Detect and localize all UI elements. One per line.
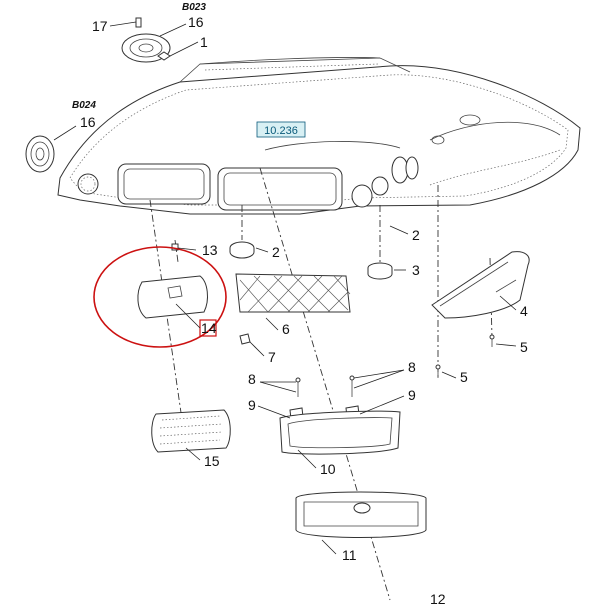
reference-label: 10.236 [256, 121, 306, 138]
callout-6: 6 [282, 321, 290, 337]
callout-5-right: 5 [520, 339, 528, 355]
callout-4: 4 [520, 303, 528, 319]
handle-part-14 [137, 275, 208, 319]
callout-9-left: 9 [248, 397, 256, 413]
leader-lines [53, 21, 517, 555]
speaker-assembly-b023 [121, 17, 171, 63]
callout-1: 1 [200, 34, 208, 50]
reference-label-text: 10.236 [264, 125, 298, 137]
lamp-3 [367, 262, 393, 280]
headliner-panel [57, 57, 581, 215]
callout-16-left: 16 [80, 114, 96, 130]
code-b023: B023 [182, 2, 206, 13]
callout-8-right: 8 [408, 359, 416, 375]
net-part-6 [235, 273, 351, 313]
callout-9-right: 9 [408, 387, 416, 403]
lamp-2-left [229, 241, 255, 259]
callout-15: 15 [204, 453, 220, 469]
grille-part-15 [151, 409, 231, 453]
callout-2-right: 2 [412, 227, 420, 243]
callout-10: 10 [320, 461, 336, 477]
screw-set [295, 334, 495, 397]
callout-12: 12 [430, 591, 446, 605]
highlight-circle [93, 246, 227, 348]
callout-7: 7 [268, 349, 276, 365]
callout-11: 11 [342, 547, 357, 563]
callout-8-left: 8 [248, 371, 256, 387]
callout-14: 14 [201, 320, 217, 336]
callout-3: 3 [412, 262, 420, 278]
code-b024: B024 [72, 100, 96, 111]
callout-13: 13 [202, 242, 218, 258]
cover-part-11 [295, 491, 427, 538]
callout-5-center: 5 [460, 369, 468, 385]
callout-17: 17 [92, 18, 108, 34]
callout-16-top: 16 [188, 14, 204, 30]
callout-2-left: 2 [272, 244, 280, 260]
clip-part-7 [239, 333, 251, 345]
cover-part-4 [431, 251, 530, 319]
speaker-b024 [25, 135, 55, 173]
frame-part-10 [279, 410, 401, 455]
callout-numbers: 17 16 1 16 2 2 3 4 5 5 6 7 8 8 9 9 10 11… [80, 14, 528, 607]
